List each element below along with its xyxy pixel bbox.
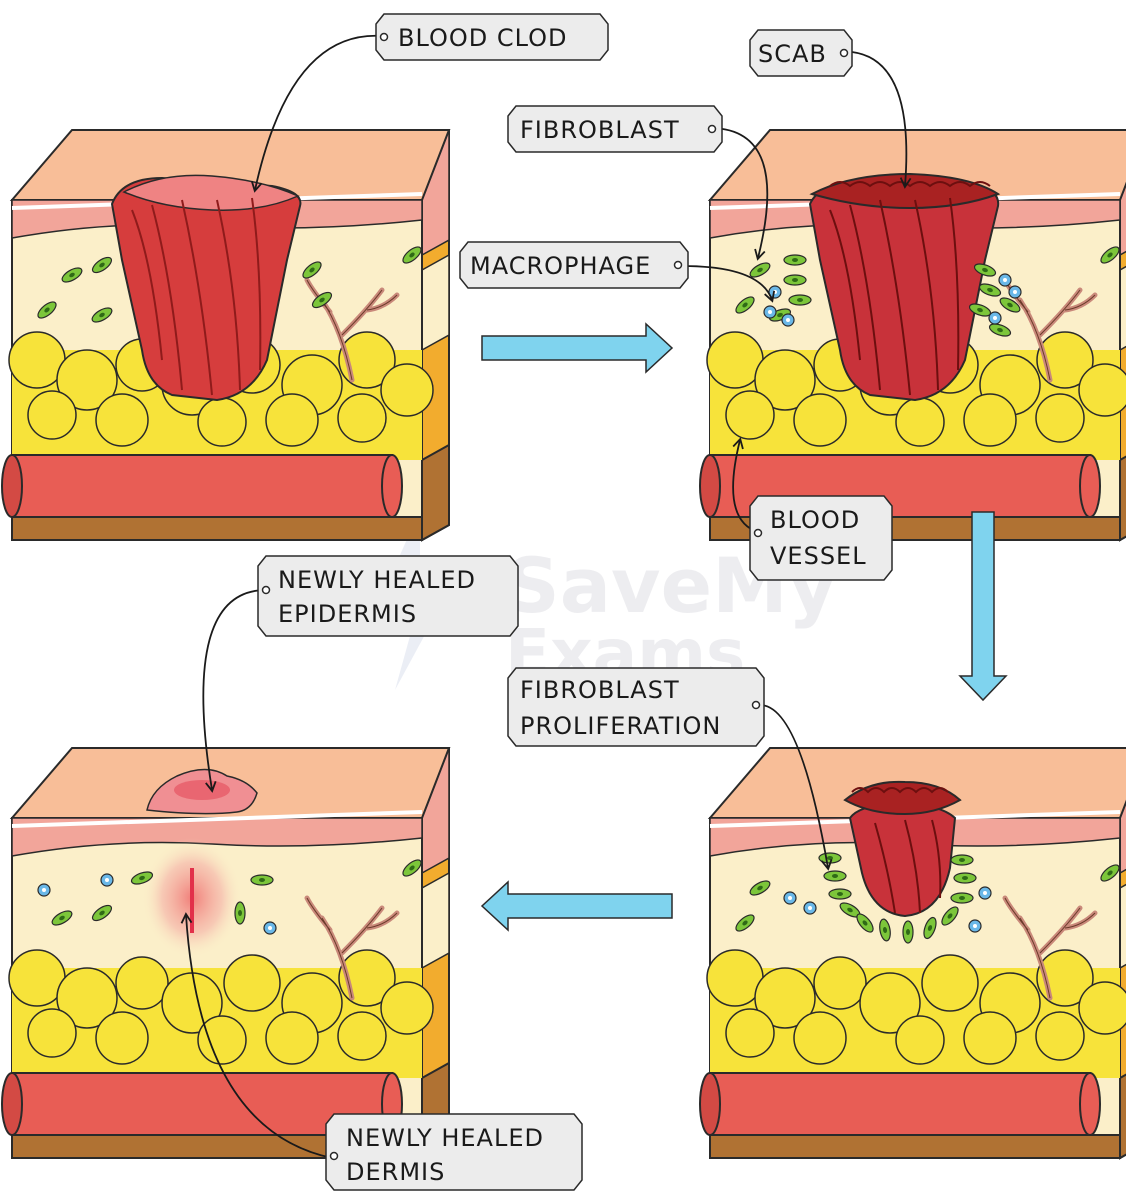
panel-scab	[700, 130, 1126, 540]
label-scab: SCAB	[750, 30, 852, 76]
panel-newly-healed	[2, 748, 449, 1158]
panel-blood-clot	[2, 130, 449, 540]
label-fibroblast-proliferation-line1: FIBROBLAST	[520, 676, 680, 704]
label-newly-healed-epidermis: NEWLY HEALED EPIDERMIS	[258, 556, 518, 636]
label-blood-vessel-line2: VESSEL	[770, 542, 867, 570]
label-blood-vessel: BLOOD VESSEL	[750, 496, 892, 580]
label-newly-healed-dermis-line1: NEWLY HEALED	[346, 1124, 544, 1152]
label-blood-clod-text: BLOOD CLOD	[398, 24, 568, 52]
flow-arrow-right	[482, 324, 672, 372]
label-newly-healed-epidermis-line1: NEWLY HEALED	[278, 566, 476, 594]
label-fibroblast-proliferation-line2: PROLIFERATION	[520, 712, 721, 740]
label-macrophage-text: MACROPHAGE	[470, 252, 651, 280]
label-fibroblast: FIBROBLAST	[508, 106, 722, 152]
label-macrophage: MACROPHAGE	[460, 242, 688, 288]
label-fibroblast-proliferation: FIBROBLAST PROLIFERATION	[508, 668, 764, 746]
panel-fibroblast-proliferation	[700, 748, 1126, 1158]
flow-arrow-left	[482, 882, 672, 930]
label-newly-healed-dermis: NEWLY HEALED DERMIS	[326, 1114, 582, 1190]
label-scab-text: SCAB	[758, 40, 827, 68]
label-blood-clod: BLOOD CLOD	[376, 14, 608, 60]
label-fibroblast-text: FIBROBLAST	[520, 116, 680, 144]
label-newly-healed-dermis-line2: DERMIS	[346, 1158, 445, 1186]
label-newly-healed-epidermis-line2: EPIDERMIS	[278, 600, 417, 628]
label-blood-vessel-line1: BLOOD	[770, 506, 860, 534]
